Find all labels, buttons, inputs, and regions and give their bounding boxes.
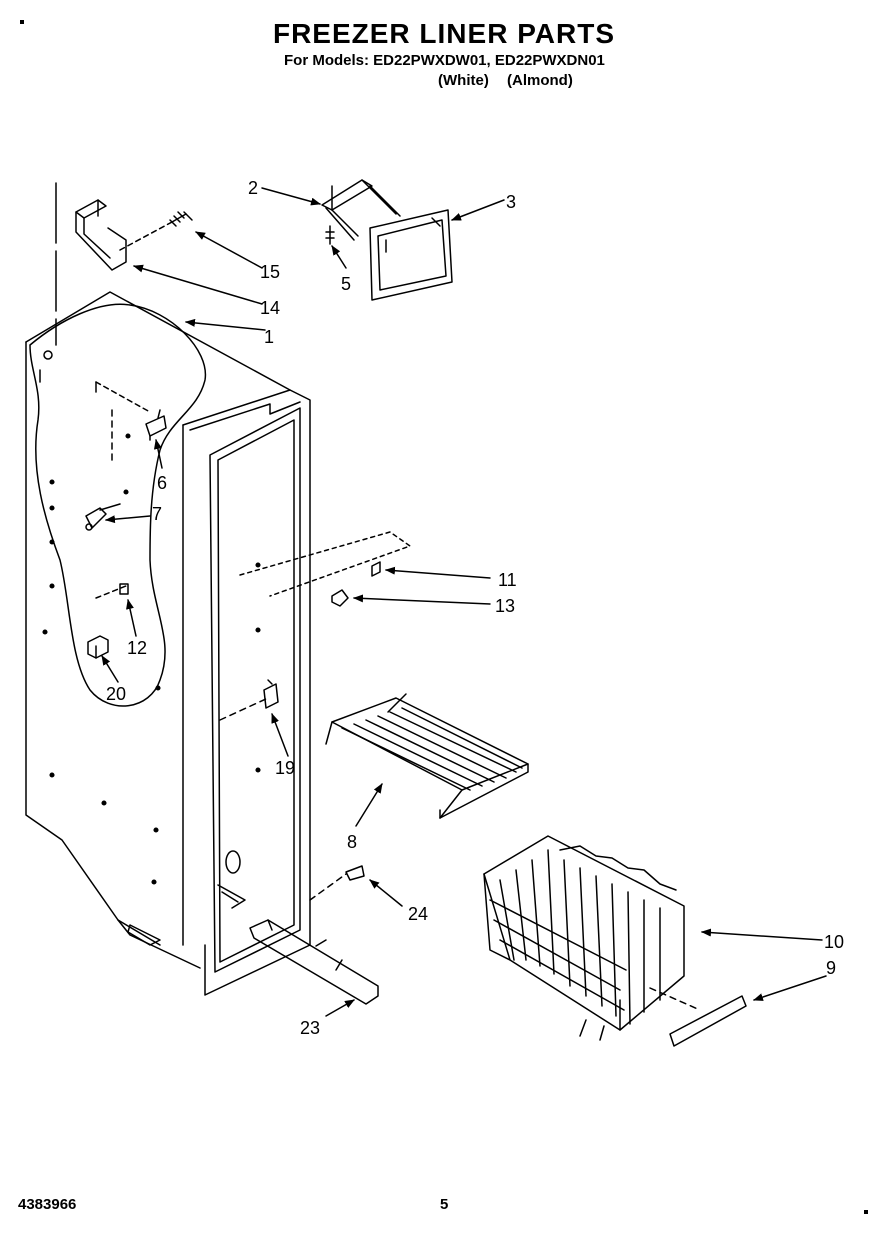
callout-23: 23	[300, 1018, 320, 1038]
wire-basket	[483, 835, 685, 1041]
callout-5: 5	[341, 274, 351, 294]
document-number: 4383966	[18, 1196, 77, 1213]
clip-part	[145, 409, 167, 441]
freezer-liner	[25, 182, 311, 996]
callout-7: 7	[152, 504, 162, 524]
page-title: FREEZER LINER PARTS	[272, 18, 616, 49]
callout-labels: 1 2 3 5 6 7 8 9 10 11 12 13 14 15 19 20 …	[106, 178, 844, 1038]
screw-part	[309, 865, 365, 901]
screw-part	[325, 225, 335, 245]
callout-9: 9	[826, 958, 836, 978]
page-number: 5	[440, 1196, 449, 1213]
block-part	[87, 635, 109, 659]
runner-part	[249, 919, 379, 1005]
variant-almond: (Almond)	[507, 72, 573, 89]
callout-12: 12	[127, 638, 147, 658]
wire-shelf	[325, 693, 529, 819]
callout-14: 14	[260, 298, 280, 318]
callout-11: 11	[498, 570, 517, 590]
screw-part	[119, 583, 129, 595]
callout-2: 2	[248, 178, 258, 198]
corner-mark	[864, 1210, 868, 1214]
callout-6: 6	[157, 473, 167, 493]
light-shield	[369, 209, 453, 301]
callout-15: 15	[260, 262, 280, 282]
trim-strip	[649, 987, 747, 1047]
callout-13: 13	[495, 596, 515, 616]
callout-1: 1	[264, 327, 274, 347]
light-bracket	[321, 179, 401, 241]
variant-white: (White)	[438, 72, 489, 89]
leader-arrows	[101, 187, 827, 1017]
models-line: For Models: ED22PWXDW01, ED22PWXDN01	[284, 52, 605, 69]
callout-3: 3	[506, 192, 516, 212]
callout-19: 19	[275, 758, 295, 778]
callout-8: 8	[347, 832, 357, 852]
screw-part	[119, 211, 193, 251]
hinge-part	[85, 503, 121, 531]
clip-part	[263, 679, 279, 709]
callout-24: 24	[408, 904, 428, 924]
corner-mark	[20, 20, 24, 24]
bracket-part	[75, 199, 127, 271]
callout-10: 10	[824, 932, 844, 952]
shelf-rail	[239, 531, 411, 607]
callout-20: 20	[106, 684, 126, 704]
